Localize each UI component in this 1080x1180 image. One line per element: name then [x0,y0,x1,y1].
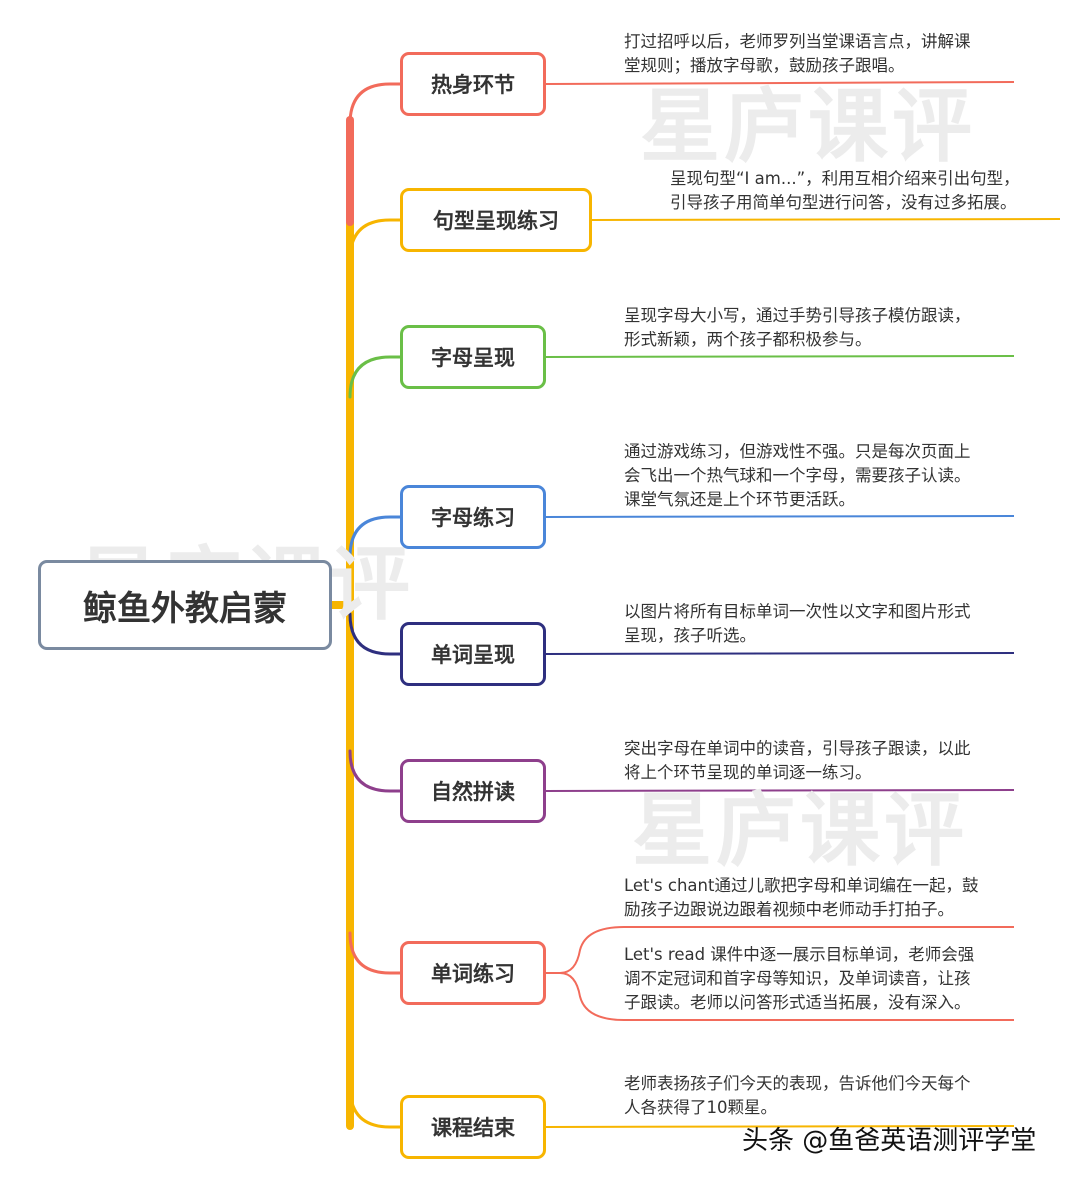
branch-node: 单词呈现 [400,622,546,686]
branch-description: 以图片将所有目标单词一次性以文字和图片形式呈现，孩子听选。 [624,600,971,648]
watermark: 星庐课评 [640,80,976,173]
description-line: 以图片将所有目标单词一次性以文字和图片形式 [624,602,971,621]
description-line: 呈现，孩子听选。 [624,626,756,645]
branch-node: 句型呈现练习 [400,188,592,252]
description-line: 调不定冠词和首字母等知识，及单词读音，让孩 [624,969,971,988]
description-line: 呈现字母大小写，通过手势引导孩子模仿跟读， [624,306,971,325]
description-line: 老师表扬孩子们今天的表现，告诉他们今天每个 [624,1074,971,1093]
description-line: 课堂气氛还是上个环节更活跃。 [624,490,855,509]
branch-node: 课程结束 [400,1095,546,1159]
description-line: 堂规则；播放字母歌，鼓励孩子跟唱。 [624,56,905,75]
branch-connector [348,515,402,559]
description-underline [545,1125,1015,1128]
branch-description: 打过招呼以后，老师罗列当堂课语言点，讲解课堂规则；播放字母歌，鼓励孩子跟唱。 [624,30,971,78]
root-node: 鲸鱼外教启蒙 [38,560,332,650]
description-underline [591,218,1061,221]
branch-connector [348,355,402,399]
description-line: 励孩子边跟说边跟着视频中老师动手打拍子。 [624,900,954,919]
branch-description: 老师表扬孩子们今天的表现，告诉他们今天每个人各获得了10颗星。 [624,1072,971,1120]
description-line: Let's chant通过儿歌把字母和单词编在一起，鼓 [624,876,979,895]
description-line: 子跟读。老师以问答形式适当拓展，没有深入。 [624,993,971,1012]
branch-connector [348,612,402,656]
description-line: 突出字母在单词中的读音，引导孩子跟读，以此 [624,739,971,758]
description-underline [545,355,1015,358]
description-line: 形式新颖，两个孩子都积极参与。 [624,330,872,349]
branch-description: 突出字母在单词中的读音，引导孩子跟读，以此将上个环节呈现的单词逐一练习。 [624,737,971,785]
watermark: 星庐课评 [632,784,968,877]
description-underline [546,926,1014,974]
description-line: 将上个环节呈现的单词逐一练习。 [624,763,872,782]
branch-connector [348,931,402,975]
description-underline [546,972,1014,1021]
description-line: 会飞出一个热气球和一个字母，需要孩子认读。 [624,466,971,485]
branch-node: 热身环节 [400,52,546,116]
description-line: Let's read 课件中逐一展示目标单词，老师会强 [624,945,975,964]
branch-connector [348,218,402,262]
description-underline [545,652,1015,655]
branch-description: 呈现句型“I am...”，利用互相介绍来引出句型， 引导孩子用简单句型进行问答，… [670,167,1020,215]
credit-text: 头条 @鱼爸英语测评学堂 [742,1126,1037,1156]
description-line: 打过招呼以后，老师罗列当堂课语言点，讲解课 [624,32,971,51]
branch-connector [348,749,402,793]
branch-node: 自然拼读 [400,759,546,823]
description-line: 通过游戏练习，但游戏性不强。只是每次页面上 [624,442,971,461]
branch-description: 呈现字母大小写，通过手势引导孩子模仿跟读， 形式新颖，两个孩子都积极参与。 [624,304,971,352]
description-underline [545,789,1015,792]
description-underline [545,81,1015,85]
branch-connector [348,1085,402,1129]
branch-description: 通过游戏练习，但游戏性不强。只是每次页面上会飞出一个热气球和一个字母，需要孩子认… [624,440,971,512]
branch-node: 字母练习 [400,485,546,549]
branch-node: 单词练习 [400,941,546,1005]
description-underline [545,515,1015,518]
branch-connector [348,82,402,126]
branch-node: 字母呈现 [400,325,546,389]
description-line: 引导孩子用简单句型进行问答，没有过多拓展。 [670,193,1017,212]
description-line: 人各获得了10颗星。 [624,1098,777,1117]
branch-description: Let's chant通过儿歌把字母和单词编在一起，鼓励孩子边跟说边跟着视频中老… [624,874,978,922]
branch-description: Let's read 课件中逐一展示目标单词，老师会强调不定冠词和首字母等知识，… [624,943,974,1015]
description-line: 呈现句型“I am...”，利用互相介绍来引出句型， [670,169,1020,188]
